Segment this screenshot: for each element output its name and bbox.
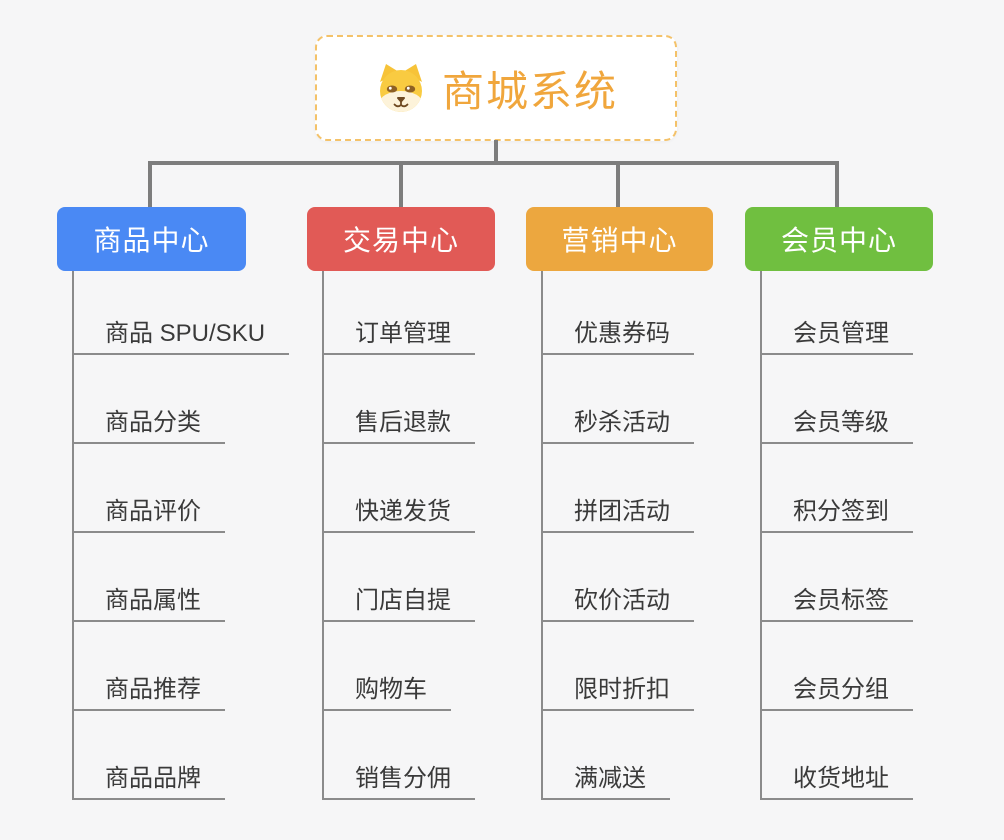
- topic-member-3[interactable]: 会员标签: [760, 588, 913, 622]
- topic-member-0[interactable]: 会员管理: [760, 321, 913, 355]
- dog-face-icon: [379, 64, 422, 112]
- topic-marketing-4[interactable]: 限时折扣: [541, 677, 694, 711]
- topic-marketing-2[interactable]: 拼团活动: [541, 499, 694, 533]
- connector-drop-marketing: [616, 163, 620, 207]
- topic-marketing-0[interactable]: 优惠券码: [541, 321, 694, 355]
- topic-marketing-1[interactable]: 秒杀活动: [541, 410, 694, 444]
- branch-node-product-center[interactable]: 商品中心: [57, 207, 246, 271]
- connector-root-stub: [494, 140, 498, 163]
- topic-trade-0[interactable]: 订单管理: [322, 321, 475, 355]
- branch-node-member-center[interactable]: 会员中心: [745, 207, 933, 271]
- topic-product-5[interactable]: 商品品牌: [72, 766, 225, 800]
- topic-member-1[interactable]: 会员等级: [760, 410, 913, 444]
- topic-marketing-3[interactable]: 砍价活动: [541, 588, 694, 622]
- topic-marketing-5[interactable]: 满减送: [541, 766, 670, 800]
- branch-trunk-marketing: [541, 271, 543, 800]
- branch-node-marketing-center[interactable]: 营销中心: [526, 207, 713, 271]
- topic-trade-2[interactable]: 快递发货: [322, 499, 475, 533]
- root-title: 商城系统: [441, 67, 618, 115]
- branch-node-trade-center[interactable]: 交易中心: [307, 207, 495, 271]
- connector-drop-trade: [399, 163, 403, 207]
- topic-product-4[interactable]: 商品推荐: [72, 677, 225, 711]
- topic-member-2[interactable]: 积分签到: [760, 499, 913, 533]
- topic-member-4[interactable]: 会员分组: [760, 677, 913, 711]
- topic-trade-5[interactable]: 销售分佣: [322, 766, 475, 800]
- topic-trade-3[interactable]: 门店自提: [322, 588, 475, 622]
- branch-trunk-product: [72, 271, 74, 800]
- topic-member-5[interactable]: 收货地址: [760, 766, 913, 800]
- topic-product-1[interactable]: 商品分类: [72, 410, 225, 444]
- topic-product-0[interactable]: 商品 SPU/SKU: [72, 321, 290, 355]
- branch-trunk-member: [760, 271, 762, 800]
- connector-drop-member: [835, 163, 839, 207]
- topic-product-2[interactable]: 商品评价: [72, 499, 225, 533]
- topic-trade-1[interactable]: 售后退款: [322, 410, 475, 444]
- topic-trade-4[interactable]: 购物车: [322, 677, 451, 711]
- topic-product-3[interactable]: 商品属性: [72, 588, 225, 622]
- connector-drop-product: [148, 163, 152, 207]
- connector-horizontal-bar: [148, 161, 839, 165]
- root-node[interactable]: 商城系统: [315, 35, 677, 141]
- branch-trunk-trade: [322, 271, 324, 800]
